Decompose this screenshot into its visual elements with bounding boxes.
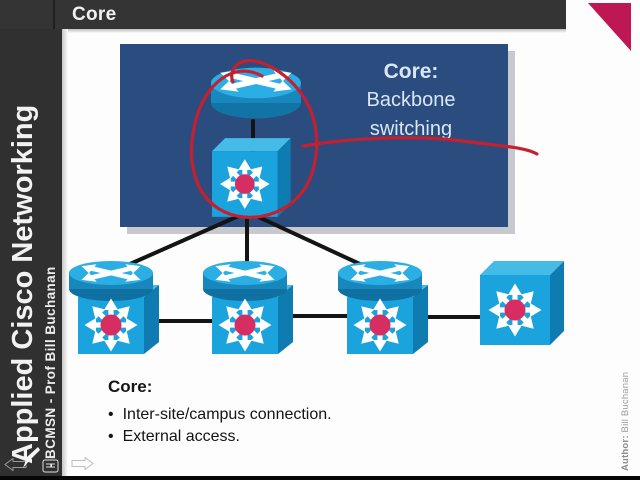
distribution-switch-2-icon (198, 259, 308, 359)
sidebar-shadow (62, 29, 68, 477)
author-label: Author: (620, 435, 631, 471)
access-switch-icon (480, 258, 575, 348)
course-title: Applied Cisco Networking (7, 104, 39, 464)
callout-heading: Core: (383, 60, 439, 83)
core-switch-icon (212, 135, 301, 220)
callout-line-2: switching (369, 118, 453, 140)
next-slide-arrow-icon[interactable] (71, 457, 94, 470)
slide-title: Core (72, 4, 117, 25)
callout-line-1: Backbone (366, 89, 456, 111)
sidebar (0, 0, 62, 477)
router-icon (206, 60, 302, 127)
core-callout-text: Core: Backbone switching (325, 57, 497, 144)
slide-title-bar (0, 0, 566, 29)
author-credit: Author: Bill Buchanan (620, 372, 631, 471)
title-bar-seam (53, 0, 55, 29)
slide-notes: Core: Inter-site/campus connection. Exte… (108, 377, 332, 447)
slideshow-menu-icon[interactable] (42, 459, 59, 473)
author-name: Bill Buchanan (620, 371, 631, 433)
title-bar-shadow (68, 29, 566, 33)
pen-cursor-icon (23, 447, 40, 468)
distribution-switch-3-icon (333, 259, 443, 359)
corner-triangle (588, 3, 631, 51)
bottom-border (0, 476, 640, 480)
notes-bullet-2: External access. (108, 426, 332, 448)
course-subtitle: - BCMSN - Prof Bill Buchanan (43, 266, 58, 468)
previous-slide-arrow-icon[interactable] (4, 458, 27, 471)
notes-heading: Core: (108, 377, 153, 396)
distribution-switch-1-icon (64, 259, 174, 359)
notes-bullet-1: Inter-site/campus connection. (108, 404, 332, 426)
